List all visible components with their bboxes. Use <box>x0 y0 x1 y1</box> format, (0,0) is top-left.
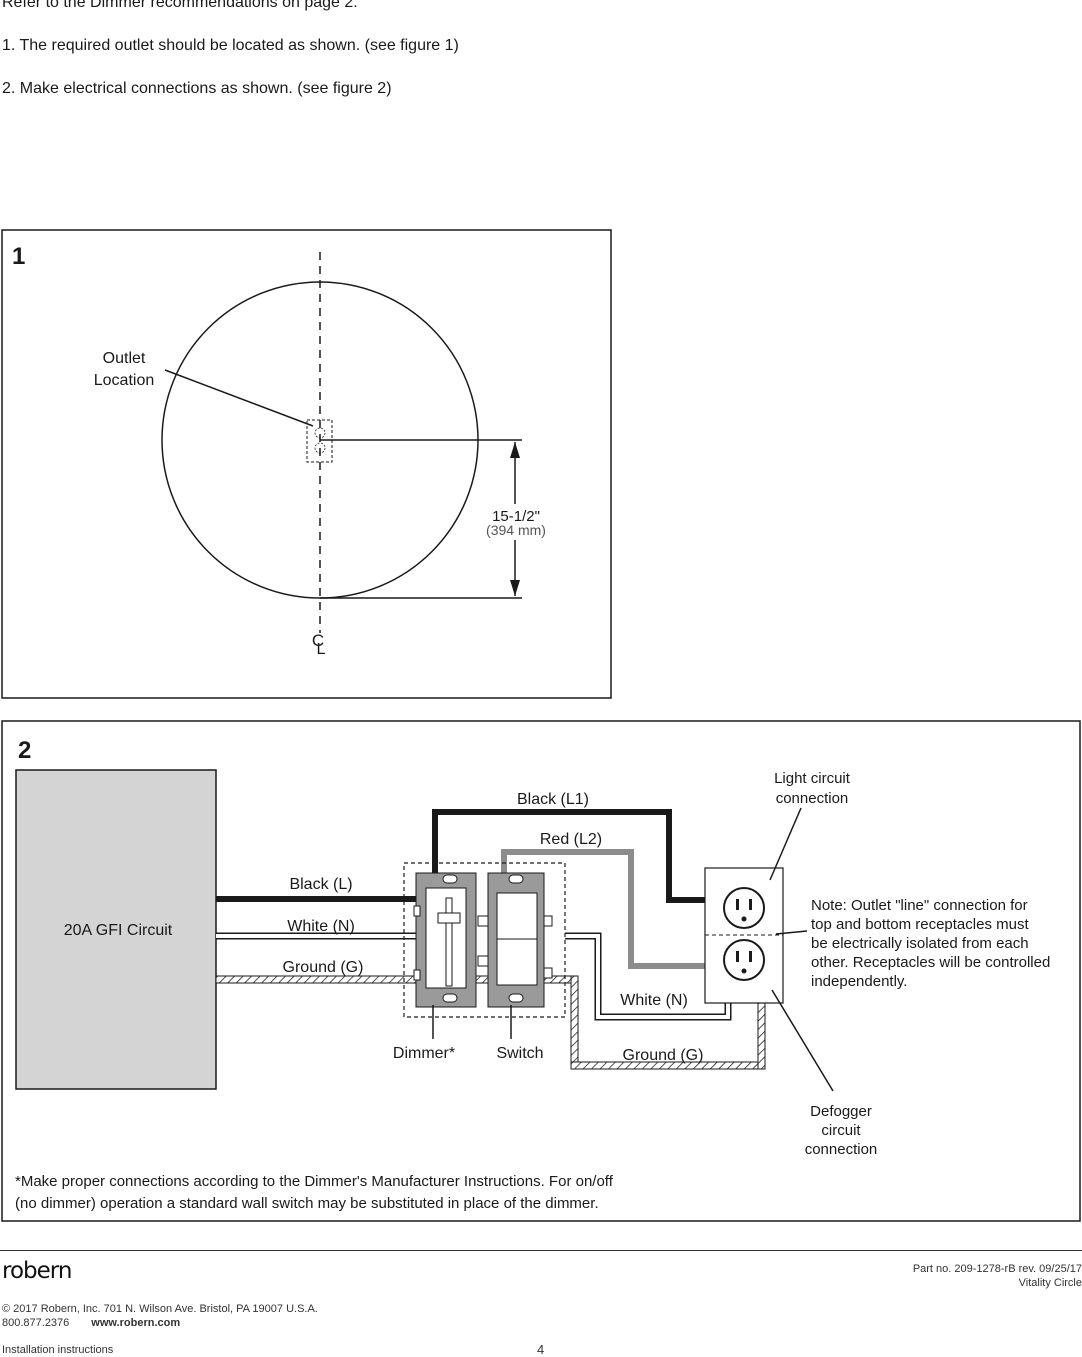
outlet-leader <box>164 369 314 427</box>
light-circuit-leader <box>769 807 802 881</box>
figure-2-number: 2 <box>18 737 31 764</box>
wire-black-l1 <box>432 809 705 903</box>
dimension-label-bg <box>476 504 556 540</box>
footer-divider <box>0 1250 1082 1251</box>
outlet-receptacle-bottom <box>314 442 326 454</box>
centerline-l: L <box>317 641 326 658</box>
duplex-outlet <box>704 867 784 1004</box>
figure-2: 2 20A GFI Circuit <box>0 718 1082 1224</box>
defogger-label-2: circuit <box>821 1122 861 1139</box>
note-leader <box>775 930 808 935</box>
centerline-c: C <box>312 631 324 650</box>
figure-1-border <box>1 229 612 699</box>
wire-ground-up <box>757 998 766 1070</box>
light-circuit-label-1: Light circuit <box>774 770 851 787</box>
doc-type: Installation instructions <box>2 1344 114 1356</box>
outlet-label-1: Outlet <box>103 350 146 367</box>
outlet-receptacle-top <box>314 427 326 439</box>
part-number-block: Part no. 209-1278-rB rev. 09/25/17 Vital… <box>913 1262 1082 1290</box>
brand-logo: robern <box>2 1258 72 1284</box>
phone: 800.877.2376 <box>2 1317 70 1329</box>
label-switch: Switch <box>496 1045 543 1062</box>
note-line-3: be electrically isolated from each <box>811 935 1029 952</box>
receptacle-top-icon <box>723 887 765 929</box>
note-line-1: Note: Outlet "line" connection for <box>811 897 1028 914</box>
intro-line-2: 2. Make electrical connections as shown.… <box>2 80 392 97</box>
page-number: 4 <box>537 1342 545 1357</box>
intro-line-1: 1. The required outlet should be located… <box>2 37 459 54</box>
defogger-label-1: Defogger <box>810 1103 872 1120</box>
arrow-up-icon <box>510 442 520 458</box>
label-black-l: Black (L) <box>289 876 352 893</box>
dimension-imperial: 15-1/2" <box>492 508 540 525</box>
label-ground-g: Ground (G) <box>283 959 364 976</box>
defogger-leader <box>771 989 834 1092</box>
note-line-5: independently. <box>811 973 907 990</box>
wire-ground-down <box>570 975 579 1070</box>
intro-line-0: Refer to the Dimmer recommendations on p… <box>2 0 358 11</box>
website-link[interactable]: www.robern.com <box>91 1317 181 1329</box>
gfi-label: 20A GFI Circuit <box>64 922 173 939</box>
note-line-4: other. Receptacles will be controlled <box>811 954 1050 971</box>
label-black-l1: Black (L1) <box>517 791 589 808</box>
gfi-circuit-box <box>15 769 217 1090</box>
figure-2-border <box>1 720 1081 1222</box>
defogger-label-3: connection <box>805 1141 878 1158</box>
footnote-line-1: *Make proper connections according to th… <box>15 1173 614 1190</box>
figure-1-number: 1 <box>12 243 25 270</box>
footnote-line-2: (no dimmer) operation a standard wall sw… <box>15 1195 599 1212</box>
copyright: © 2017 Robern, Inc. 701 N. Wilson Ave. B… <box>2 1303 318 1315</box>
label-ground-g-right: Ground (G) <box>623 1047 704 1064</box>
dimmer-slider <box>437 912 461 924</box>
dimmer-device <box>413 872 477 1008</box>
outlet-label-2: Location <box>94 372 155 389</box>
label-red-l2: Red (L2) <box>540 831 602 848</box>
label-white-n-right: White (N) <box>620 992 688 1009</box>
dimension-metric: (394 mm) <box>486 522 546 538</box>
arrow-down-icon <box>510 580 520 596</box>
outlet-box <box>306 419 333 463</box>
part-number: Part no. 209-1278-rB rev. 09/25/17 <box>912 1263 1082 1275</box>
light-circuit-label-2: connection <box>776 790 849 807</box>
copyright-block: © 2017 Robern, Inc. 701 N. Wilson Ave. B… <box>2 1302 318 1330</box>
receptacle-bottom-icon <box>723 939 765 981</box>
wire-red-l2 <box>501 849 705 969</box>
figure-1: 1 Outlet Location 15-1/2" (394 mm) C L <box>0 228 614 701</box>
product-name: Vitality Circle <box>1018 1277 1082 1289</box>
switch-device <box>477 872 553 1008</box>
device-enclosure <box>403 862 566 1018</box>
label-dimmer: Dimmer* <box>393 1045 455 1062</box>
label-white-n: White (N) <box>287 918 355 935</box>
note-line-2: top and bottom receptacles must <box>811 916 1029 933</box>
